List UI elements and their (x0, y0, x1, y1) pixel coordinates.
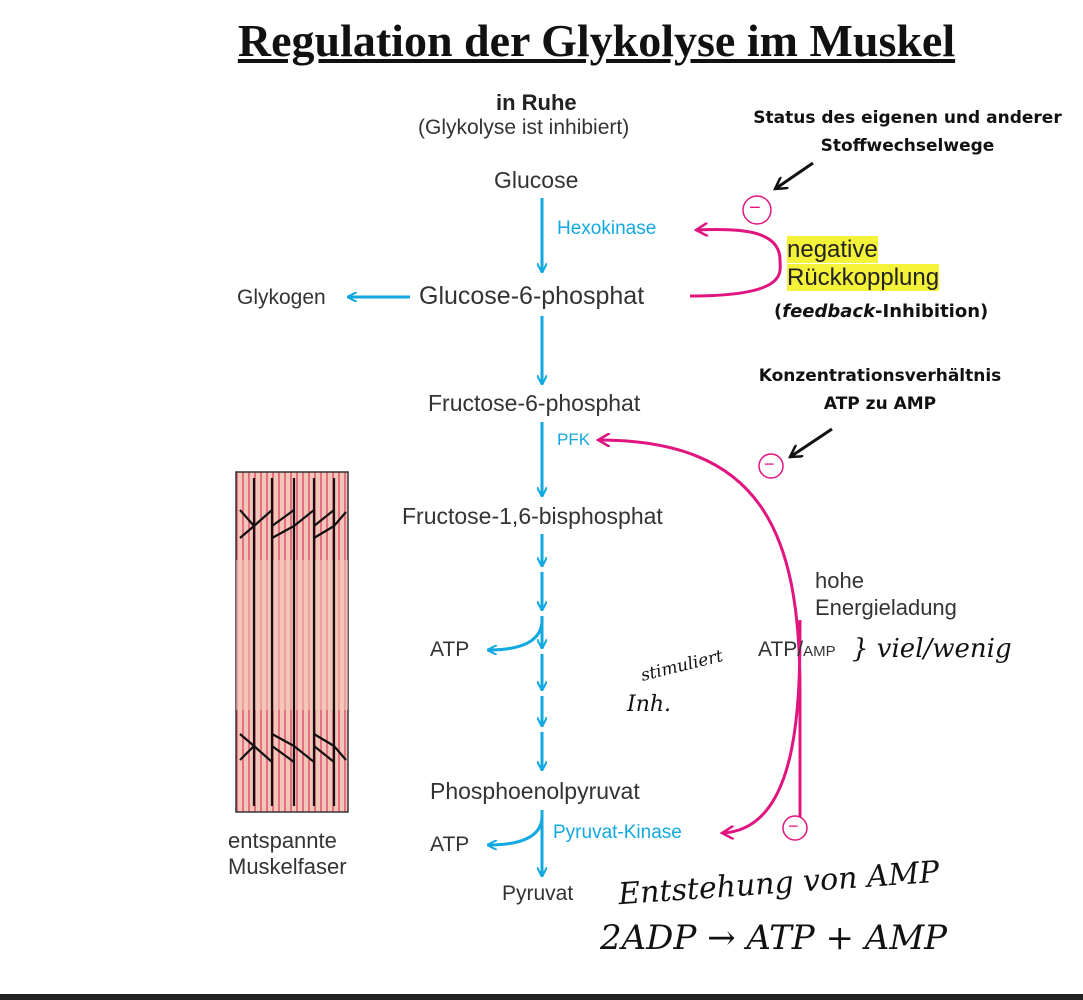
enzyme-pfk: PFK (557, 430, 591, 449)
metabolite-pep: Phosphoenolpyruvat (430, 778, 640, 804)
metabolite-f16bp: Fructose-1,6-bisphosphat (402, 503, 663, 529)
atp-amp-ratio: ATP/AMP (758, 638, 836, 661)
metabolite-glucose: Glucose (494, 167, 579, 193)
status-note-line2: Stoffwechselwege (820, 136, 995, 156)
metabolite-atp-2: ATP (430, 833, 470, 856)
energieladung-line2: Energieladung (815, 595, 957, 620)
metabolite-g6p: Glucose-6-phosphat (419, 282, 645, 310)
minus-sign-1: − (749, 197, 761, 219)
state-subheading: (Glykolyse ist inhibiert) (418, 116, 630, 139)
feedback-inhibition-label: (feedback-Inhibition) (774, 301, 989, 322)
arrow-atp-branch-1 (488, 621, 544, 650)
annotation-arrow-konz (790, 427, 833, 457)
page-title: Regulation der Glykolyse im Muskel (237, 15, 956, 66)
feedback-arrow-hexokinase (689, 229, 782, 298)
handwritten-inh: Inh. (627, 692, 672, 717)
minus-circle-3 (782, 815, 808, 841)
energieladung-line1: hohe (815, 568, 864, 593)
konz-note-line2: ATP zu AMP (823, 394, 937, 414)
muscle-fiber-illustration (235, 471, 349, 813)
inhibition-arrow-pk (722, 619, 802, 833)
minus-sign-2: − (764, 454, 775, 474)
muscle-label-line2: Muskelfaser (228, 854, 347, 879)
minus-circle-2 (758, 453, 784, 479)
enzyme-hexokinase: Hexokinase (557, 218, 657, 239)
status-note-line1: Status des eigenen und anderer (753, 108, 1062, 128)
arrow-atp-branch-2 (488, 817, 544, 845)
state-heading: in Ruhe (496, 90, 577, 115)
negative-label: negative (787, 236, 878, 263)
enzyme-pyruvat-kinase: Pyruvat-Kinase (553, 822, 682, 843)
minus-sign-3: − (788, 816, 799, 836)
annotation-arrow-status (775, 161, 814, 189)
inhibition-arrow-pfk (598, 440, 802, 838)
konz-note-line1: Konzentrationsverhältnis (758, 366, 1002, 386)
handwritten-viel-wenig: } viel/wenig (852, 634, 1012, 664)
bottom-border (0, 994, 1083, 1000)
rueckkopplung-label: Rückkopplung (787, 264, 940, 291)
metabolite-pyruvat: Pyruvat (502, 882, 574, 905)
metabolite-atp-1: ATP (430, 638, 470, 661)
metabolite-f6p: Fructose-6-phosphat (428, 390, 641, 416)
muscle-label-line1: entspannte (228, 828, 337, 853)
handwritten-reaction: 2ADP → ATP + AMP (600, 918, 948, 958)
metabolite-glykogen: Glykogen (237, 286, 326, 309)
minus-circle-1 (742, 195, 772, 225)
